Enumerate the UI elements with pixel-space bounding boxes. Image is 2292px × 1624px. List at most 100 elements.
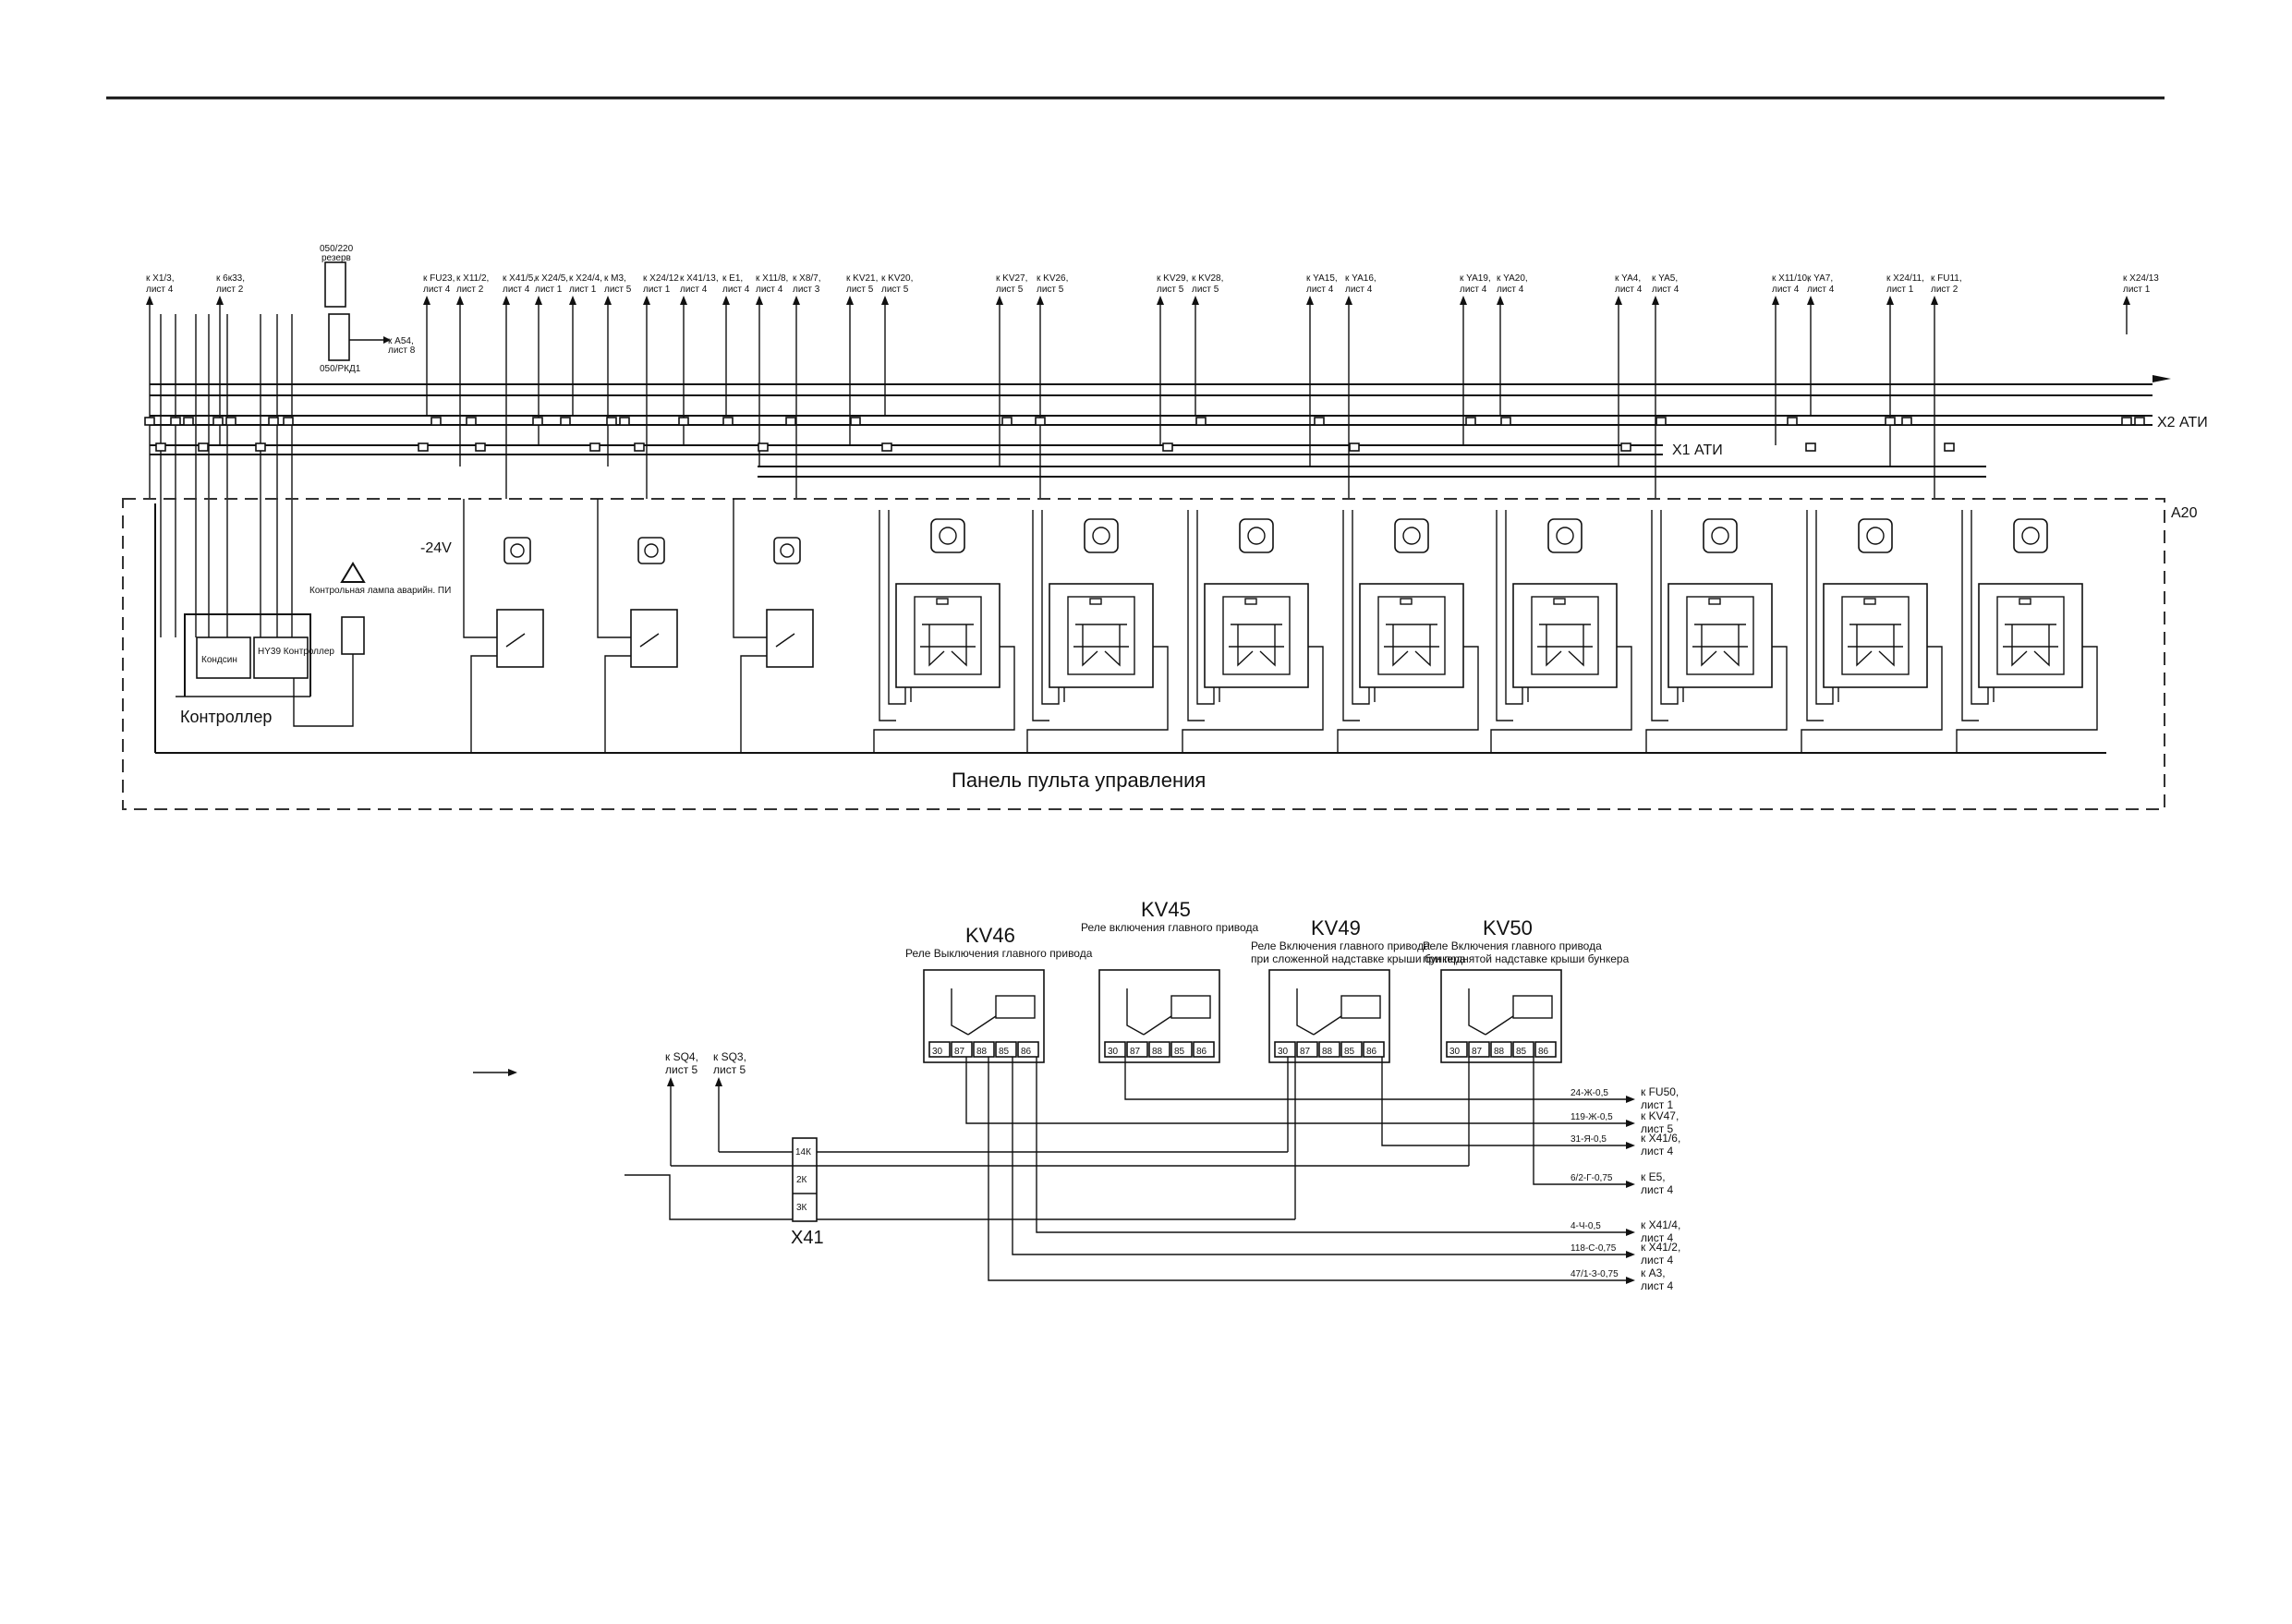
x41-pin-1: 14К	[795, 1147, 811, 1157]
top-connector: к X24/11,лист 1	[1886, 273, 1924, 467]
relay-name: KV50	[1483, 916, 1533, 939]
relay-pin: 85	[1516, 1047, 1527, 1057]
top-connector-ref: к X24/5,	[535, 273, 568, 284]
relay-pin: 87	[1130, 1047, 1141, 1057]
output-wire: 119-Ж-0,5	[1570, 1112, 1613, 1122]
top-connector-ref: к 6к33,	[216, 273, 245, 284]
output-sheet: лист 4	[1641, 1254, 1674, 1266]
top-connector: к X11/10,лист 4	[1772, 273, 1810, 445]
panel-button	[597, 499, 678, 753]
top-connector-sheet: лист 1	[1886, 285, 1914, 295]
output-sheet: лист 4	[1641, 1231, 1674, 1244]
x1-ati-label: X1 АТИ	[1672, 442, 1723, 458]
relay-pin: 87	[1472, 1047, 1483, 1057]
top-connector-ref: к YA4,	[1615, 273, 1641, 284]
top-connector: к KV20,лист 5	[881, 273, 913, 416]
relay-pin: 30	[932, 1047, 943, 1057]
relay-pin: 88	[976, 1047, 988, 1057]
right-output: 119-Ж-0,5 к KV47,лист 5	[965, 1057, 1679, 1135]
relay-pin: 85	[999, 1047, 1010, 1057]
top-connector: к KV29,лист 5	[1157, 273, 1188, 445]
button-switches	[463, 499, 814, 753]
top-connector: к YA4,лист 4	[1615, 273, 1643, 467]
controller-block: Кондсин HY39 Контроллер Контроллер Контр…	[176, 562, 451, 727]
top-connector-ref: к FU11,	[1931, 273, 1962, 284]
top-connector-sheet: лист 4	[1345, 285, 1373, 295]
panel-id: A20	[2171, 505, 2198, 521]
top-connector: к M3,лист 5	[604, 273, 632, 467]
mode-switch	[1026, 510, 1169, 753]
mode-icon	[503, 537, 531, 564]
top-connector-sheet: лист 5	[1157, 285, 1184, 295]
relay-desc-2: при поднятой надставке крыши бункера	[1423, 952, 1630, 965]
output-wire: 47/1-З-0,75	[1570, 1269, 1619, 1279]
relay-pin: 88	[1322, 1047, 1333, 1057]
relay-pin: 86	[1021, 1047, 1032, 1057]
panel-title: Панель пульта управления	[952, 769, 1206, 792]
left-connector-sheet: лист 5	[713, 1063, 746, 1076]
top-connector: к YA16,лист 4	[1345, 273, 1376, 499]
auto-icon	[637, 537, 665, 564]
top-connector-sheet: лист 2	[1931, 285, 1959, 295]
top-connector-ref: к X41/13,	[680, 273, 719, 284]
output-ref: к X41/6,	[1641, 1132, 1680, 1145]
left-connector-ref: к SQ3,	[713, 1050, 746, 1063]
top-connector: к YA15,лист 4	[1306, 273, 1338, 467]
output-ref: к FU50,	[1641, 1085, 1679, 1098]
controller-module-2: HY39 Контроллер	[258, 647, 334, 657]
top-connector-ref: к KV27,	[996, 273, 1027, 284]
top-connector-ref: к KV28,	[1192, 273, 1223, 284]
relay-pin: 87	[954, 1047, 965, 1057]
hopper-icon	[2013, 518, 2048, 553]
relay-pin: 86	[1538, 1047, 1549, 1057]
top-connector-sheet: лист 4	[756, 285, 783, 295]
output-ref: к X41/4,	[1641, 1218, 1680, 1231]
cutter-icon	[1394, 518, 1429, 553]
warning-icon	[340, 562, 366, 583]
top-connector-sheet: лист 1	[535, 285, 563, 295]
mode-switch	[873, 510, 1015, 753]
relay-desc: Реле Включения главного привода	[1423, 939, 1602, 952]
fan-icon	[1084, 518, 1119, 553]
bus-lines	[150, 375, 2171, 478]
relay-pin: 87	[1300, 1047, 1311, 1057]
panel-button	[463, 499, 544, 753]
output-sheet: лист 4	[1641, 1183, 1674, 1196]
output-wire: 6/2-Г-0,75	[1570, 1173, 1613, 1183]
output-sheet: лист 5	[1641, 1122, 1674, 1135]
x41-pin-3: 3К	[796, 1203, 807, 1213]
relay-pin: 88	[1494, 1047, 1505, 1057]
top-connector: к FU11,лист 2	[1931, 273, 1962, 499]
relay-name: KV49	[1311, 916, 1361, 939]
lower-left-connectors: к SQ4,лист 5к SQ3,лист 5	[625, 1050, 793, 1220]
x2-ati-label: X2 АТИ	[2157, 415, 2208, 430]
top-connector-ref: к X24/12	[643, 273, 679, 284]
output-ref: к KV47,	[1641, 1109, 1679, 1122]
mode-switch	[1645, 510, 1788, 753]
output-ref: к A3,	[1641, 1266, 1666, 1279]
relay-pin: 30	[1278, 1047, 1289, 1057]
mode-switch	[1337, 510, 1479, 753]
terminal-strips	[144, 417, 2145, 452]
relay-pin: 85	[1174, 1047, 1185, 1057]
relay-desc: Реле Включения главного привода	[1251, 939, 1430, 952]
top-connector: к X11/8,лист 4	[756, 273, 788, 467]
top-connector-sheet: лист 4	[503, 285, 530, 295]
x41-label: X41	[791, 1228, 824, 1248]
top-connector-sheet: лист 5	[1192, 285, 1219, 295]
top-connector-ref: к YA7,	[1807, 273, 1833, 284]
left-connector: к SQ3,лист 5	[713, 1050, 746, 1152]
relay-pin: 86	[1366, 1047, 1377, 1057]
reserve-block: 050/220 резерв 050/РКД1 к A54, лист 8	[320, 244, 416, 374]
top-connector: к X11/2,лист 2	[456, 273, 489, 467]
top-connector-ref: к X24/11,	[1886, 273, 1924, 284]
rotate-icon	[1547, 518, 1583, 553]
top-connector: к FU23,лист 4	[423, 273, 455, 416]
